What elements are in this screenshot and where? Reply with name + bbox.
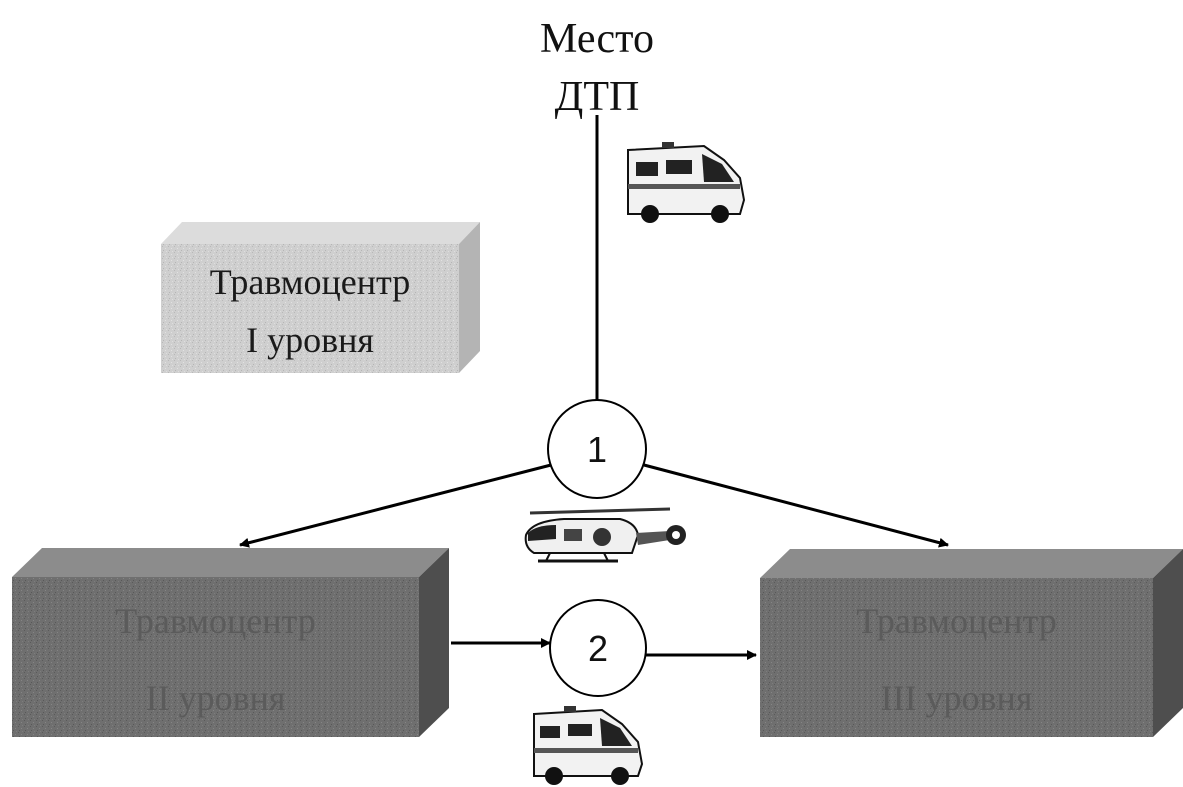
accident-site-title-line2: ДТП	[554, 74, 640, 120]
level3-box-label-line1: Травмоцентр	[856, 601, 1057, 641]
trauma-center-level3-box	[760, 549, 1183, 737]
ambulance-icon	[533, 706, 644, 785]
ambulance-icon	[627, 142, 746, 223]
level2-box-label-line2: II уровня	[145, 678, 286, 718]
trauma-center-level2-box	[12, 548, 449, 737]
node-2-circle	[549, 599, 647, 697]
accident-site-title-line1: Место	[540, 16, 654, 62]
helicopter-icon	[524, 507, 686, 563]
node-1-label: 1	[586, 429, 608, 470]
node-1-circle	[547, 399, 647, 499]
level1-box-label-line1: Травмоцентр	[209, 262, 411, 302]
node-2-label: 2	[587, 628, 609, 669]
level3-box-label-line2: III уровня	[880, 678, 1033, 718]
level2-box-label-line1: Травмоцентр	[115, 601, 316, 641]
arrow-node1-to-level3	[643, 463, 949, 548]
trauma-center-level1-box	[161, 222, 480, 373]
arrow-node1-to-level2	[239, 463, 552, 548]
level1-box-label-line2: I уровня	[246, 320, 374, 360]
